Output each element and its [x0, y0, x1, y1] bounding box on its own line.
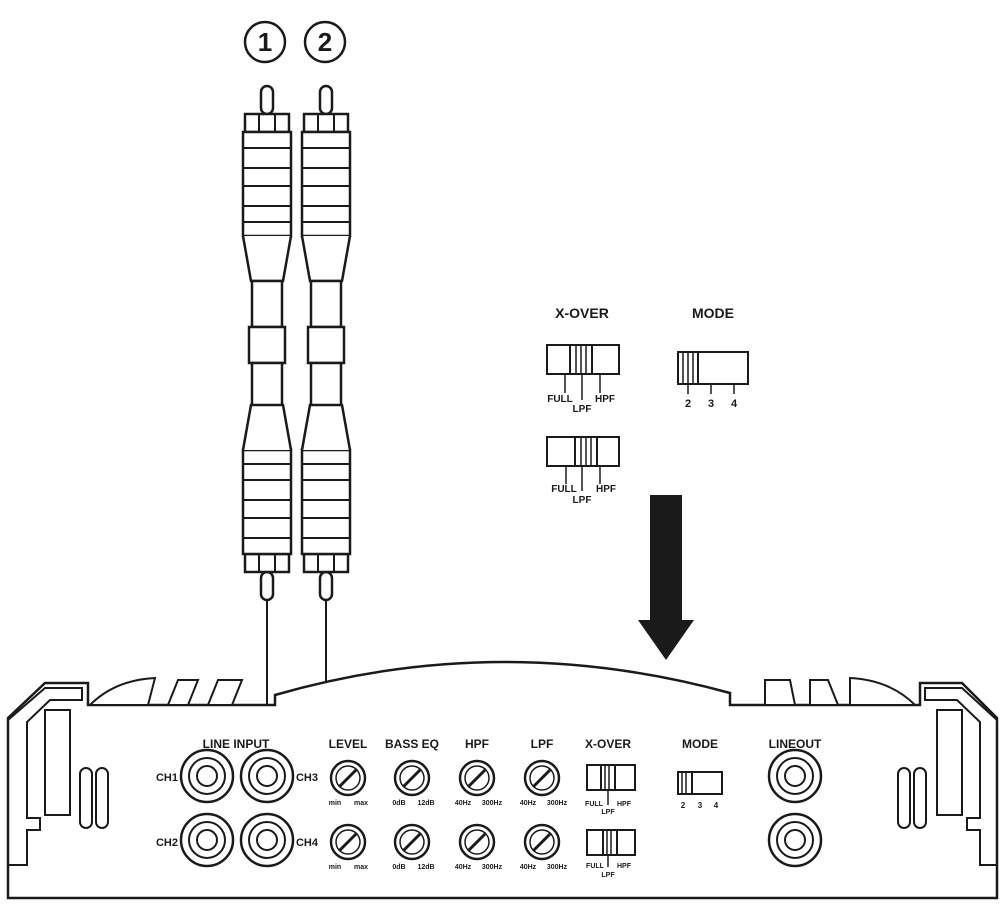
- svg-text:40Hz: 40Hz: [455, 800, 472, 807]
- svg-text:40Hz: 40Hz: [520, 864, 537, 871]
- svg-text:40Hz: 40Hz: [455, 864, 472, 871]
- input-jack-ch1[interactable]: [179, 748, 235, 804]
- svg-text:2: 2: [681, 801, 686, 810]
- svg-text:LEVEL: LEVEL: [329, 737, 368, 751]
- svg-text:LPF: LPF: [573, 404, 592, 415]
- line-out-section: LINEOUT: [767, 737, 823, 868]
- line-out-label: LINEOUT: [769, 737, 822, 751]
- svg-text:max: max: [354, 864, 368, 871]
- rca-cable-2: [290, 84, 352, 829]
- svg-text:HPF: HPF: [617, 863, 632, 870]
- input-jack-ch2[interactable]: [179, 812, 235, 868]
- cable-number-2-badge: 2: [303, 20, 347, 64]
- lpf-knob-top[interactable]: [523, 759, 561, 797]
- svg-text:max: max: [354, 800, 368, 807]
- input-jack-ch3[interactable]: [239, 748, 295, 804]
- svg-text:4: 4: [714, 801, 719, 810]
- svg-text:MODE: MODE: [682, 737, 718, 751]
- panel-xover-switch-bottom[interactable]: FULL HPF LPF: [586, 829, 636, 879]
- svg-text:HPF: HPF: [465, 737, 489, 751]
- svg-text:LPF: LPF: [531, 737, 554, 751]
- svg-text:LPF: LPF: [601, 809, 615, 816]
- svg-text:300Hz: 300Hz: [482, 800, 503, 807]
- cable-number-1-badge: 1: [243, 20, 287, 64]
- line-out-jack-top[interactable]: [767, 748, 823, 804]
- svg-text:CH2: CH2: [156, 837, 178, 849]
- svg-text:0dB: 0dB: [392, 800, 405, 807]
- line-input-section: LINE INPUT CH1 CH2 CH3 CH4: [156, 737, 319, 868]
- svg-text:FULL: FULL: [586, 863, 605, 870]
- rca-cable-1: [241, 84, 293, 740]
- level-knob-bottom[interactable]: [329, 823, 367, 861]
- svg-text:3: 3: [698, 801, 703, 810]
- level-knob-top[interactable]: [329, 759, 367, 797]
- line-out-jack-bottom[interactable]: [767, 812, 823, 868]
- svg-text:min: min: [329, 864, 341, 871]
- svg-text:FULL: FULL: [547, 394, 573, 405]
- input-jack-ch4[interactable]: [239, 812, 295, 868]
- svg-text:0dB: 0dB: [392, 864, 405, 871]
- detail-xover-switch-1: FULL LPF HPF: [546, 344, 620, 415]
- svg-text:FULL: FULL: [551, 484, 577, 495]
- panel-xover-group: X-OVER FULL HPF LPF FULL HPF LPF: [585, 737, 636, 879]
- detail-xover-switch-2: FULL LPF HPF: [546, 436, 620, 506]
- bass-eq-knob-group: BASS EQ 0dB 12dB 0dB 12dB: [385, 737, 439, 871]
- svg-text:LPF: LPF: [601, 872, 615, 879]
- hpf-knob-group: HPF 40Hz 300Hz 40Hz 300Hz: [455, 737, 503, 871]
- svg-text:HPF: HPF: [596, 484, 616, 495]
- svg-text:BASS EQ: BASS EQ: [385, 737, 439, 751]
- detail-switch-panel: X-OVER MODE FULL LPF HPF FULL: [546, 305, 749, 506]
- svg-text:min: min: [329, 800, 341, 807]
- panel-mode-switch[interactable]: 2 3 4: [677, 771, 723, 810]
- detail-mode-title: MODE: [692, 305, 734, 321]
- svg-text:4: 4: [731, 398, 738, 410]
- lpf-knob-group: LPF 40Hz 300Hz 40Hz 300Hz: [520, 737, 568, 871]
- detail-xover-title: X-OVER: [555, 305, 609, 321]
- down-arrow-icon: [638, 495, 694, 660]
- panel-mode-group: MODE 2 3 4: [677, 737, 723, 810]
- svg-text:2: 2: [318, 27, 332, 57]
- bass-eq-knob-top[interactable]: [393, 759, 431, 797]
- line-input-label: LINE INPUT: [203, 737, 270, 751]
- svg-text:CH1: CH1: [156, 772, 178, 784]
- svg-text:300Hz: 300Hz: [482, 864, 503, 871]
- detail-mode-switch: 2 3 4: [677, 351, 749, 410]
- svg-text:12dB: 12dB: [417, 864, 434, 871]
- svg-text:12dB: 12dB: [417, 800, 434, 807]
- svg-text:40Hz: 40Hz: [520, 800, 537, 807]
- hpf-knob-top[interactable]: [458, 759, 496, 797]
- hpf-knob-bottom[interactable]: [458, 823, 496, 861]
- svg-text:300Hz: 300Hz: [547, 864, 568, 871]
- svg-text:LPF: LPF: [573, 495, 592, 506]
- bass-eq-knob-bottom[interactable]: [393, 823, 431, 861]
- svg-text:X-OVER: X-OVER: [585, 737, 631, 751]
- svg-text:300Hz: 300Hz: [547, 800, 568, 807]
- lpf-knob-bottom[interactable]: [523, 823, 561, 861]
- svg-text:CH3: CH3: [296, 772, 318, 784]
- panel-xover-switch-top[interactable]: FULL HPF LPF: [585, 764, 636, 816]
- level-knob-group: LEVEL min max min max: [329, 737, 368, 871]
- svg-text:3: 3: [708, 398, 714, 410]
- svg-text:1: 1: [258, 27, 272, 57]
- svg-text:2: 2: [685, 398, 691, 410]
- svg-text:HPF: HPF: [595, 394, 615, 405]
- svg-text:CH4: CH4: [296, 837, 319, 849]
- svg-text:HPF: HPF: [617, 801, 632, 808]
- svg-text:FULL: FULL: [585, 801, 604, 808]
